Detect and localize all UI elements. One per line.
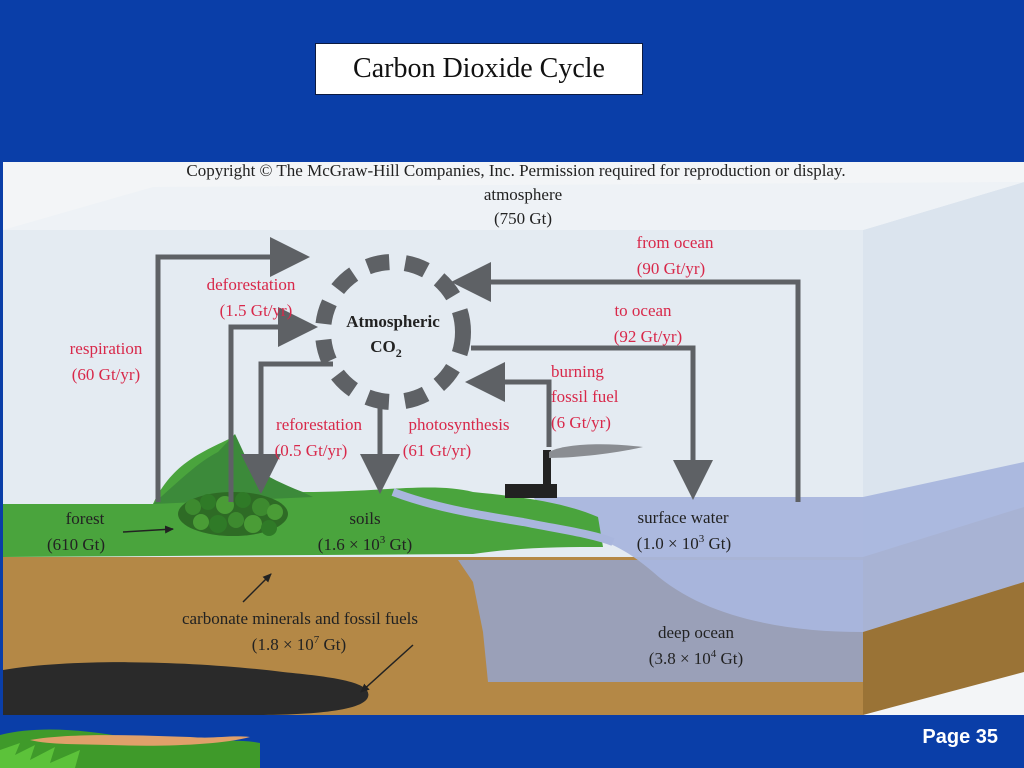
burning-rate: (6 Gt/yr) <box>551 413 611 432</box>
co2-subscript: 2 <box>396 346 402 360</box>
surface-water-label: surface water <box>637 508 728 527</box>
forest-pointer <box>122 525 174 534</box>
to-ocean-arrow <box>471 345 713 500</box>
soils-amount: (1.6 × 103 Gt) <box>318 534 412 554</box>
reforestation-rate: (0.5 Gt/yr) <box>275 441 348 460</box>
forest-amount: (610 Gt) <box>47 535 105 554</box>
carbonate-amount: (1.8 × 107 Gt) <box>252 634 346 654</box>
factory <box>505 444 643 498</box>
forest-label: forest <box>66 509 105 528</box>
deep-ocean-label: deep ocean <box>658 623 734 642</box>
to-ocean-label: to ocean <box>614 301 672 320</box>
river <box>391 488 615 546</box>
surface-water-amount: (1.0 × 103 Gt) <box>637 533 731 553</box>
soils-label: soils <box>349 509 380 528</box>
carbonate-pointer-down <box>360 644 414 693</box>
atmosphere-amount: (750 Gt) <box>494 209 552 228</box>
forest-trees <box>178 492 288 536</box>
deforestation-label: deforestation <box>207 275 296 294</box>
fossil-fuel-deposit <box>3 662 369 715</box>
deforestation-rate: (1.5 Gt/yr) <box>220 301 293 320</box>
burning-label: burning <box>551 362 604 381</box>
photosynthesis-label: photosynthesis <box>408 415 509 434</box>
page-number: Page 35 <box>922 726 998 748</box>
atmosphere-box-top <box>3 182 1024 230</box>
deforestation-arrow <box>228 307 318 502</box>
flow-arrows <box>155 237 801 502</box>
photosynthesis-rate: (61 Gt/yr) <box>403 441 471 460</box>
respiration-arrow <box>155 237 310 502</box>
reforestation-label: reforestation <box>276 415 362 434</box>
copyright-notice: Copyright © The McGraw-Hill Companies, I… <box>186 162 845 180</box>
atmospheric-co2-title: Atmospheric <box>346 312 440 331</box>
from-ocean-arrow <box>451 262 801 502</box>
atmospheric-co2-ring <box>315 254 471 410</box>
atmospheric-co2-formula: CO2 <box>370 337 402 360</box>
respiration-rate: (60 Gt/yr) <box>72 365 140 384</box>
carbon-cycle-diagram: Copyright © The McGraw-Hill Companies, I… <box>3 162 1024 715</box>
from-ocean-label: from ocean <box>637 233 714 252</box>
reforestation-arrow <box>241 361 333 494</box>
burning-arrow <box>465 362 552 447</box>
burning-label-2: fossil fuel <box>551 387 619 406</box>
carbonate-label: carbonate minerals and fossil fuels <box>182 609 418 628</box>
to-ocean-rate: (92 Gt/yr) <box>614 327 682 346</box>
surface-water <box>533 462 1024 632</box>
slide-title: Carbon Dioxide Cycle <box>315 43 643 95</box>
from-ocean-rate: (90 Gt/yr) <box>637 259 705 278</box>
footer-bar <box>0 715 1024 768</box>
deep-ocean-amount: (3.8 × 104 Gt) <box>649 648 743 668</box>
atmosphere-label: atmosphere <box>484 185 562 204</box>
respiration-label: respiration <box>70 339 143 358</box>
grass-hand-graphic <box>0 729 260 768</box>
carbonate-pointer-up <box>242 573 272 603</box>
